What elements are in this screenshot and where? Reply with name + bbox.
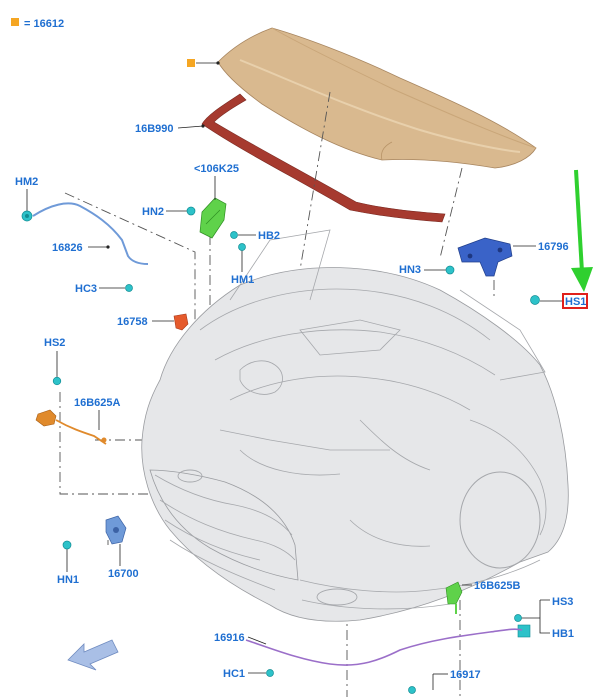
hood-latch-16700[interactable] <box>105 515 127 545</box>
bracket-HB1[interactable] <box>517 624 531 638</box>
hood-leader-dot <box>216 61 220 65</box>
label-16B625B: 16B625B <box>474 580 521 592</box>
label-HB1: HB1 <box>552 628 574 640</box>
label-HM1: HM1 <box>231 274 254 286</box>
clip-HM2[interactable] <box>21 210 33 222</box>
highlight-box-HS1 <box>562 293 588 309</box>
leader-HS3-HB1 <box>521 599 550 634</box>
clip-HC1[interactable] <box>266 669 274 677</box>
label-16826: 16826 <box>52 242 83 254</box>
label-16917: 16917 <box>450 669 481 681</box>
leader-dot-16826 <box>106 245 110 249</box>
screw-HS2[interactable] <box>52 376 62 386</box>
front-direction-arrow-icon <box>67 639 119 671</box>
label-HC1: HC1 <box>223 668 245 680</box>
label-HS1: HS1 <box>565 296 586 308</box>
hood-marker-swatch <box>187 59 195 67</box>
leader-dot-16B990 <box>201 124 205 128</box>
clip-HN2[interactable] <box>186 206 196 216</box>
highlight-arrow-icon <box>571 169 593 292</box>
label-16B625A: 16B625A <box>74 397 121 409</box>
label-HM2: HM2 <box>15 176 38 188</box>
hood-seal-16B990[interactable] <box>201 93 446 223</box>
nut-HM1[interactable] <box>238 243 246 251</box>
screw-HS1[interactable] <box>530 295 540 305</box>
hood-bumper-16758[interactable] <box>173 313 189 331</box>
legend-text: = 16612 <box>24 18 64 30</box>
label-16758: 16758 <box>117 316 148 328</box>
screw-HS3[interactable] <box>514 614 522 622</box>
vehicle-front-body[interactable] <box>141 229 569 622</box>
leader-16916 <box>247 636 267 645</box>
label-16B990: 16B990 <box>135 123 174 135</box>
hood-latch-106K25[interactable] <box>199 197 227 239</box>
nut-HN1[interactable] <box>62 540 72 550</box>
clip-HC3[interactable] <box>125 284 133 292</box>
nut-HN3[interactable] <box>445 265 455 275</box>
bolt-HB2[interactable] <box>230 231 238 239</box>
hood-hinge-16796[interactable] <box>457 237 513 277</box>
leader-16B990 <box>177 125 204 129</box>
legend-swatch <box>11 18 19 26</box>
label-16916: 16916 <box>214 632 245 644</box>
hood-panel[interactable] <box>217 27 537 169</box>
label-HC3: HC3 <box>75 283 97 295</box>
label-16796: 16796 <box>538 241 569 253</box>
clip-16917[interactable] <box>408 686 416 694</box>
label-HN1: HN1 <box>57 574 79 586</box>
label-HN2: HN2 <box>142 206 164 218</box>
release-cable-16916[interactable] <box>245 628 523 666</box>
release-cable-16B625B[interactable] <box>445 581 463 614</box>
label-HS2: HS2 <box>44 337 65 349</box>
label-16700: 16700 <box>108 568 139 580</box>
prop-rod-16826[interactable] <box>32 202 149 265</box>
label-106K25: <106K25 <box>194 163 239 175</box>
label-HB2: HB2 <box>258 230 280 242</box>
label-HS3: HS3 <box>552 596 573 608</box>
release-handle-16B625A[interactable] <box>35 409 107 445</box>
label-HN3: HN3 <box>399 264 421 276</box>
